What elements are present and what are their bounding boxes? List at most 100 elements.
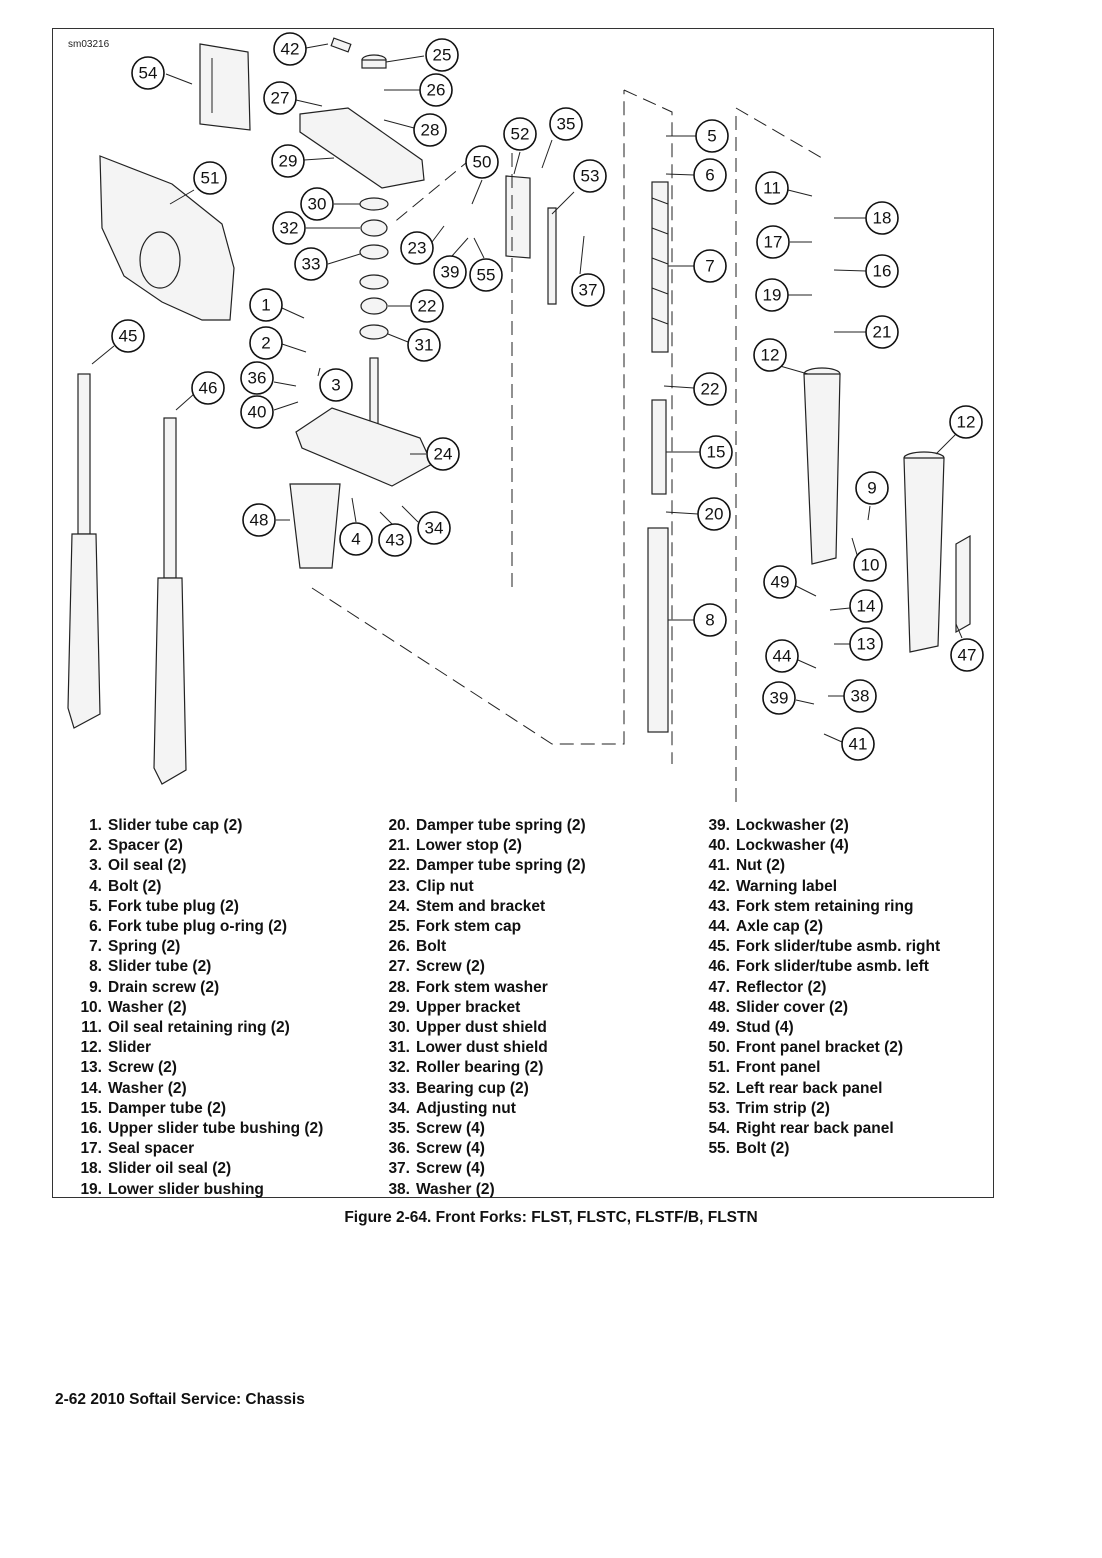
- callout-42: 42: [273, 32, 329, 66]
- legend-item-text: Fork tube plug (2): [108, 897, 239, 915]
- svg-text:47: 47: [958, 646, 977, 665]
- legend-item-text: Lockwasher (4): [736, 837, 849, 855]
- legend-item-number: 18.: [80, 1160, 102, 1178]
- svg-text:5: 5: [707, 127, 716, 146]
- legend-item-number: 16.: [80, 1120, 102, 1138]
- svg-text:39: 39: [770, 689, 789, 708]
- svg-text:2: 2: [261, 334, 270, 353]
- svg-text:38: 38: [851, 687, 870, 706]
- callout-32: 32: [272, 211, 360, 245]
- svg-text:6: 6: [705, 166, 714, 185]
- callout-39b: 39: [762, 681, 815, 715]
- legend-item: 22.Damper tube spring (2): [386, 856, 585, 876]
- legend-item-text: Upper bracket: [416, 998, 521, 1016]
- legend-item-text: Fork slider/tube asmb. right: [736, 938, 941, 956]
- legend-item-number: 35.: [388, 1120, 410, 1138]
- legend-item-text: Nut (2): [736, 857, 786, 875]
- svg-text:36: 36: [248, 369, 267, 388]
- svg-text:8: 8: [705, 611, 714, 630]
- legend-item-text: Lockwasher (2): [736, 817, 849, 834]
- legend-item-number: 8.: [89, 958, 102, 976]
- legend-item-number: 3.: [89, 857, 102, 875]
- legend-item: 48.Slider cover (2): [706, 998, 940, 1018]
- svg-text:22: 22: [418, 297, 437, 316]
- svg-text:37: 37: [579, 281, 598, 300]
- legend-item: 44.Axle cap (2): [706, 917, 940, 937]
- legend-item: 17. Seal spacer: [78, 1139, 323, 1159]
- callout-11: 11: [755, 171, 813, 205]
- legend-item-number: 45.: [708, 938, 730, 956]
- legend-item-number: 15.: [80, 1099, 102, 1117]
- part-stem-and-bracket: [295, 357, 433, 487]
- legend-item-number: 46.: [708, 958, 730, 976]
- legend-item-text: Damper tube (2): [108, 1099, 226, 1117]
- legend-item-text: Upper slider tube bushing (2): [108, 1120, 324, 1138]
- part-warning-label: [330, 37, 352, 53]
- legend-item: 14.Washer (2): [78, 1079, 323, 1099]
- legend-item-text: Slider tube (2): [108, 958, 212, 976]
- legend-item-number: 51.: [708, 1059, 730, 1077]
- legend-item-text: Front panel bracket (2): [736, 1039, 904, 1057]
- legend-item: 43. Fork stem retaining ring: [706, 897, 940, 917]
- legend-item-text: Adjusting nut: [416, 1099, 516, 1117]
- legend-item-text: Left rear back panel: [736, 1079, 883, 1097]
- legend-item-number: 17.: [80, 1140, 102, 1158]
- legend-item-number: 12.: [80, 1039, 102, 1057]
- svg-text:16: 16: [873, 262, 892, 281]
- legend-item-text: Roller bearing (2): [416, 1059, 544, 1077]
- svg-text:48: 48: [250, 511, 269, 530]
- part-damper-tube: [651, 399, 667, 495]
- svg-text:33: 33: [302, 255, 321, 274]
- part-right-rear-back-panel: [199, 43, 251, 131]
- part-fork-assembly-right: [67, 373, 101, 729]
- legend-item-text: Slider cover (2): [736, 998, 848, 1016]
- legend-item-text: Fork stem cap: [416, 918, 522, 936]
- callout-24: 24: [410, 437, 460, 471]
- legend-item-number: 55.: [708, 1140, 730, 1158]
- legend-item-number: 28.: [388, 978, 410, 996]
- legend-item-text: Fork stem retaining ring: [736, 897, 914, 915]
- legend-item: 18. Slider oil seal (2): [78, 1159, 323, 1179]
- svg-text:22: 22: [701, 380, 720, 399]
- callout-23: 23: [400, 225, 445, 265]
- part-left-rear-back-panel: [505, 175, 531, 259]
- svg-text:14: 14: [857, 597, 876, 616]
- legend-item: 33.Bearing cup (2): [386, 1079, 586, 1099]
- legend-item: 36.Screw (4): [386, 1139, 586, 1159]
- callout-8: 8: [668, 603, 727, 637]
- legend-item-number: 43.: [708, 897, 730, 915]
- callout-10: 10: [851, 537, 887, 582]
- legend-item-number: 22.: [388, 857, 410, 875]
- legend-column-3: 39.Lockwasher (2)40.Lockwasher (4)41.Nut…: [706, 816, 940, 1159]
- legend-item-text: Fork slider/tube asmb. left: [736, 958, 929, 976]
- legend-item-text: Trim strip (2): [736, 1099, 830, 1117]
- svg-text:55: 55: [477, 266, 496, 285]
- callout-37: 37: [571, 235, 605, 307]
- legend-item: 54.Right rear back panel: [706, 1119, 940, 1139]
- legend-item-number: 6.: [89, 918, 102, 936]
- figure-caption: Figure 2-64. Front Forks: FLST, FLSTC, F…: [344, 1209, 758, 1226]
- legend-item: 45. Fork slider/tube asmb. right: [706, 937, 940, 957]
- part-fork-assembly-left: [153, 417, 187, 785]
- svg-text:23: 23: [408, 239, 427, 258]
- callout-29: 29: [271, 144, 335, 178]
- legend-item-text: Clip nut: [416, 877, 474, 895]
- legend-item-number: 37.: [388, 1160, 410, 1178]
- legend-item-text: Seal spacer: [108, 1140, 195, 1158]
- legend-item-number: 52.: [708, 1079, 730, 1097]
- svg-text:27: 27: [271, 89, 290, 108]
- svg-text:41: 41: [849, 735, 868, 754]
- legend-item: 7.Spring (2): [78, 937, 323, 957]
- callout-25: 25: [385, 38, 459, 72]
- callout-26: 26: [384, 73, 453, 107]
- legend-column-2: 20.Damper tube spring (2)21.Lower stop (…: [386, 816, 586, 1200]
- legend-item-text: Slider oil seal (2): [108, 1160, 232, 1178]
- legend-item: 6.Fork tube plug o-ring (2): [78, 917, 323, 937]
- svg-text:24: 24: [434, 445, 453, 464]
- svg-text:25: 25: [433, 46, 452, 65]
- callout-44: 44: [765, 639, 817, 673]
- legend-item-text: Bolt (2): [736, 1140, 790, 1158]
- callout-34: 34: [401, 505, 451, 545]
- part-spring: [651, 181, 669, 353]
- callout-43: 43: [378, 511, 412, 557]
